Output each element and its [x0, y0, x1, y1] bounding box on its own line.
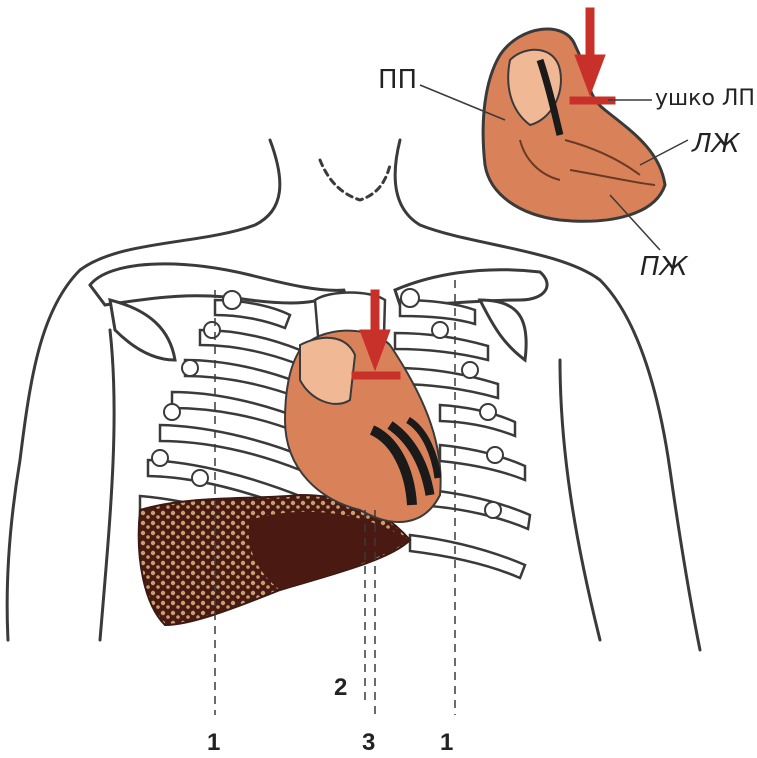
inset-heart	[483, 29, 665, 221]
line-label-2: 2	[334, 674, 347, 701]
label-lp-auricle: ушко ЛП	[655, 86, 755, 111]
inset-heart-body	[483, 29, 665, 221]
heart-projection	[285, 331, 441, 522]
label-pzh: ПЖ	[640, 252, 689, 282]
label-lzh: ЛЖ	[691, 129, 741, 159]
line-label-1-left: 1	[440, 729, 453, 756]
line-label-1-right: 1	[207, 729, 220, 756]
line-label-3: 3	[362, 729, 375, 756]
label-pp: ПП	[378, 65, 417, 95]
